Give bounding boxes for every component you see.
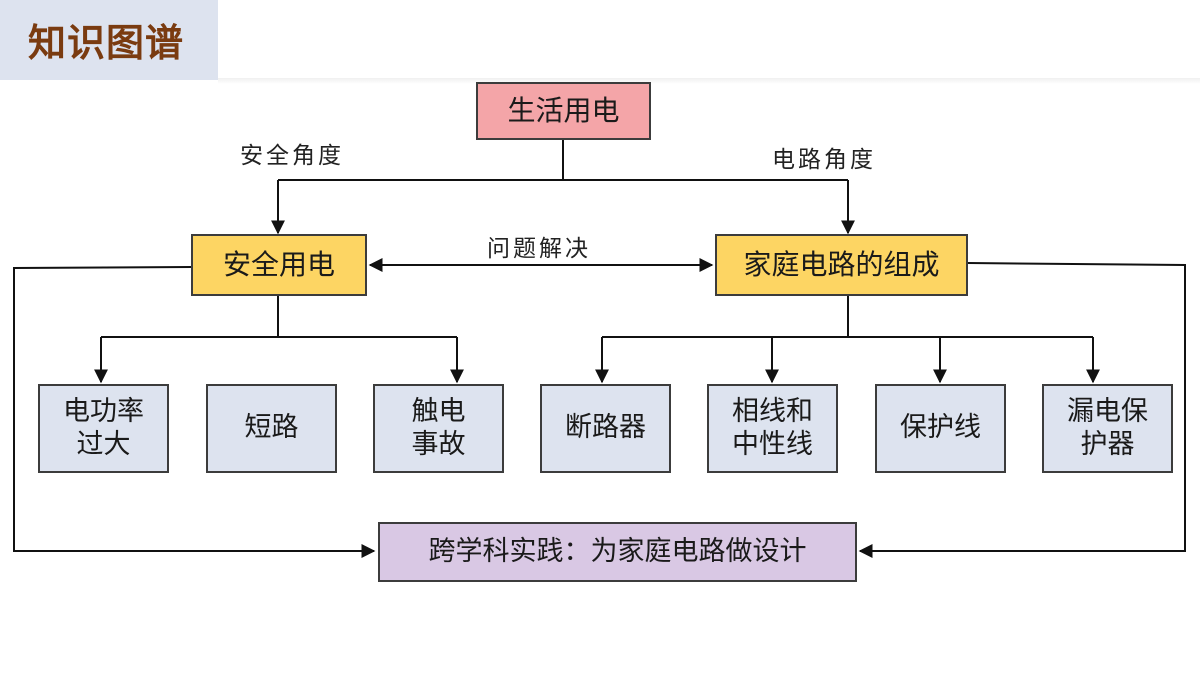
edge-label-right: 电路角度 — [772, 147, 876, 173]
leaf-node-electric-shock: 触电事故 — [373, 384, 504, 473]
page-title: 知识图谱 — [28, 21, 185, 65]
header-divider — [218, 78, 1200, 84]
leaf-node-overload: 电功率过大 — [38, 384, 169, 473]
right-loop-arrow — [858, 262, 1186, 558]
leaf-node-ground-wire: 保护线 — [875, 384, 1006, 473]
circuit-composition-node: 家庭电路的组成 — [715, 234, 968, 296]
leaf-node-breaker: 断路器 — [540, 384, 671, 473]
left-loop-arrow — [13, 266, 376, 558]
title-band — [0, 0, 218, 80]
root-node: 生活用电 — [476, 82, 651, 140]
edge-label-left: 安全角度 — [240, 143, 344, 169]
safety-node: 安全用电 — [191, 234, 367, 296]
edge-label-middle: 问题解决 — [487, 236, 591, 262]
practice-node: 跨学科实践：为家庭电路做设计 — [378, 522, 857, 582]
leaf-node-live-neutral: 相线和中性线 — [707, 384, 838, 473]
leaf-node-short-circuit: 短路 — [206, 384, 337, 473]
leaf-node-rcd: 漏电保护器 — [1042, 384, 1173, 473]
